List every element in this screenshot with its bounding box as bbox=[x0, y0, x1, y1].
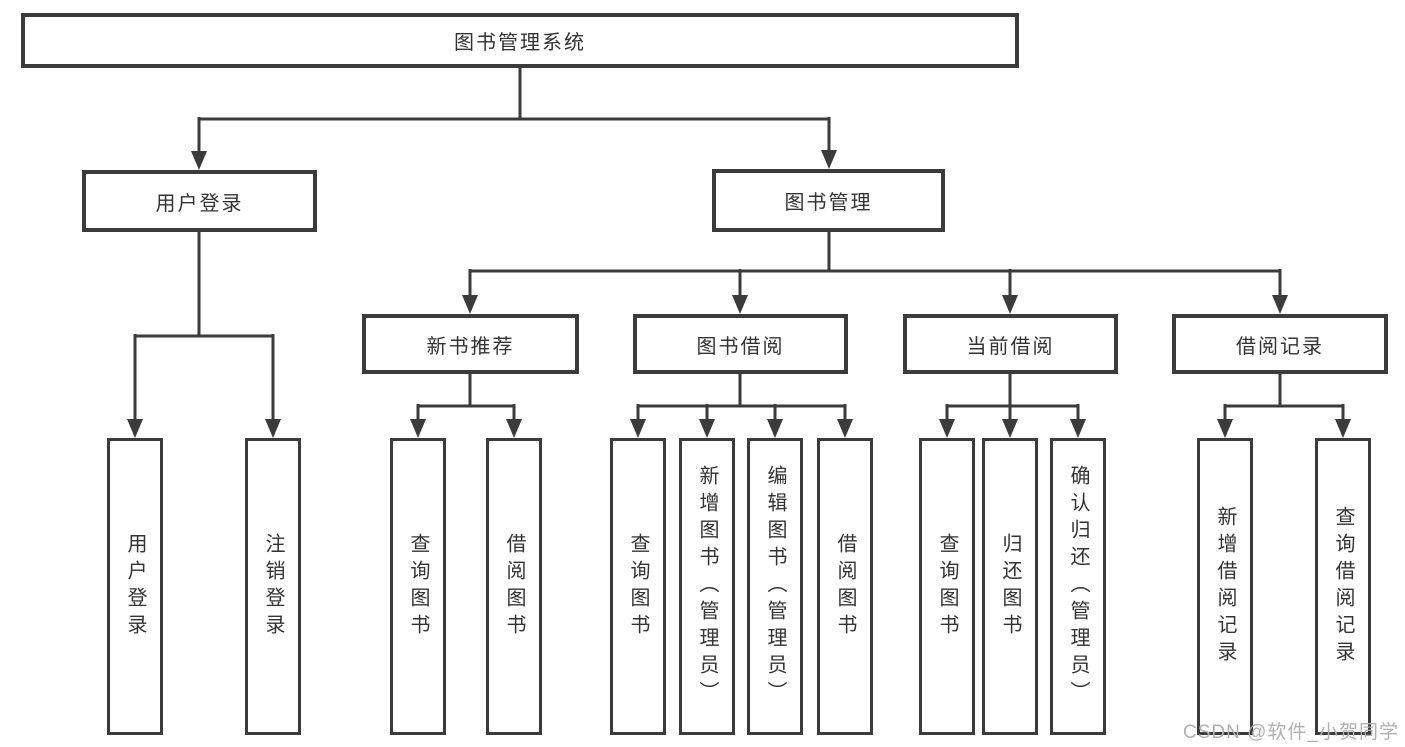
leaf-recommend-borrow-book-label: 借阅图书 bbox=[503, 532, 525, 641]
leaf-add-book-admin: 新增图书（管理员） bbox=[679, 438, 735, 735]
leaf-user-login: 用户登录 bbox=[107, 438, 163, 735]
leaf-return-book: 归还图书 bbox=[982, 438, 1038, 735]
csdn-watermark: CSDN @软件_小贺同学 bbox=[1183, 722, 1399, 743]
node-new-book-recommend-label: 新书推荐 bbox=[426, 335, 515, 358]
leaf-return-book-label: 归还图书 bbox=[999, 532, 1021, 641]
leaf-borrow-query-book: 查询图书 bbox=[610, 438, 666, 735]
leaf-confirm-return-admin-label: 确认归还（管理员） bbox=[1067, 465, 1089, 708]
node-borrow-record: 借阅记录 bbox=[1172, 314, 1388, 374]
leaf-add-book-admin-label: 新增图书（管理员） bbox=[696, 465, 718, 708]
leaf-add-borrow-record-label: 新增借阅记录 bbox=[1214, 505, 1236, 668]
leaf-borrow-query-book-label: 查询图书 bbox=[627, 532, 649, 641]
leaf-borrow-book-label: 借阅图书 bbox=[834, 532, 856, 641]
node-new-book-recommend: 新书推荐 bbox=[362, 314, 579, 374]
leaf-add-borrow-record: 新增借阅记录 bbox=[1197, 438, 1253, 735]
node-book-management: 图书管理 bbox=[712, 169, 945, 232]
node-book-borrow: 图书借阅 bbox=[633, 314, 848, 374]
leaf-recommend-borrow-book: 借阅图书 bbox=[486, 438, 542, 735]
node-book-management-label: 图书管理 bbox=[784, 192, 873, 214]
leaf-user-login-label: 用户登录 bbox=[124, 532, 146, 641]
node-library-system: 图书管理系统 bbox=[21, 13, 1019, 68]
leaf-edit-book-admin: 编辑图书（管理员） bbox=[747, 438, 803, 735]
leaf-query-borrow-record: 查询借阅记录 bbox=[1315, 438, 1371, 735]
leaf-edit-book-admin-label: 编辑图书（管理员） bbox=[764, 465, 786, 708]
node-current-borrow-label: 当前借阅 bbox=[966, 335, 1055, 358]
node-user-login: 用户登录 bbox=[82, 170, 317, 232]
leaf-logout: 注销登录 bbox=[245, 438, 301, 735]
node-user-login-label: 用户登录 bbox=[155, 192, 244, 215]
leaf-logout-label: 注销登录 bbox=[262, 532, 284, 641]
node-current-borrow: 当前借阅 bbox=[903, 314, 1118, 374]
leaf-borrow-book: 借阅图书 bbox=[817, 438, 873, 735]
leaf-recommend-query-book: 查询图书 bbox=[390, 438, 446, 735]
leaf-current-query-book: 查询图书 bbox=[919, 438, 975, 735]
node-library-system-label: 图书管理系统 bbox=[454, 32, 586, 54]
node-book-borrow-label: 图书借阅 bbox=[696, 335, 785, 358]
leaf-recommend-query-book-label: 查询图书 bbox=[407, 532, 429, 641]
leaf-query-borrow-record-label: 查询借阅记录 bbox=[1332, 505, 1354, 668]
leaf-current-query-book-label: 查询图书 bbox=[936, 532, 958, 641]
leaf-confirm-return-admin: 确认归还（管理员） bbox=[1050, 438, 1106, 735]
node-borrow-record-label: 借阅记录 bbox=[1236, 335, 1324, 358]
